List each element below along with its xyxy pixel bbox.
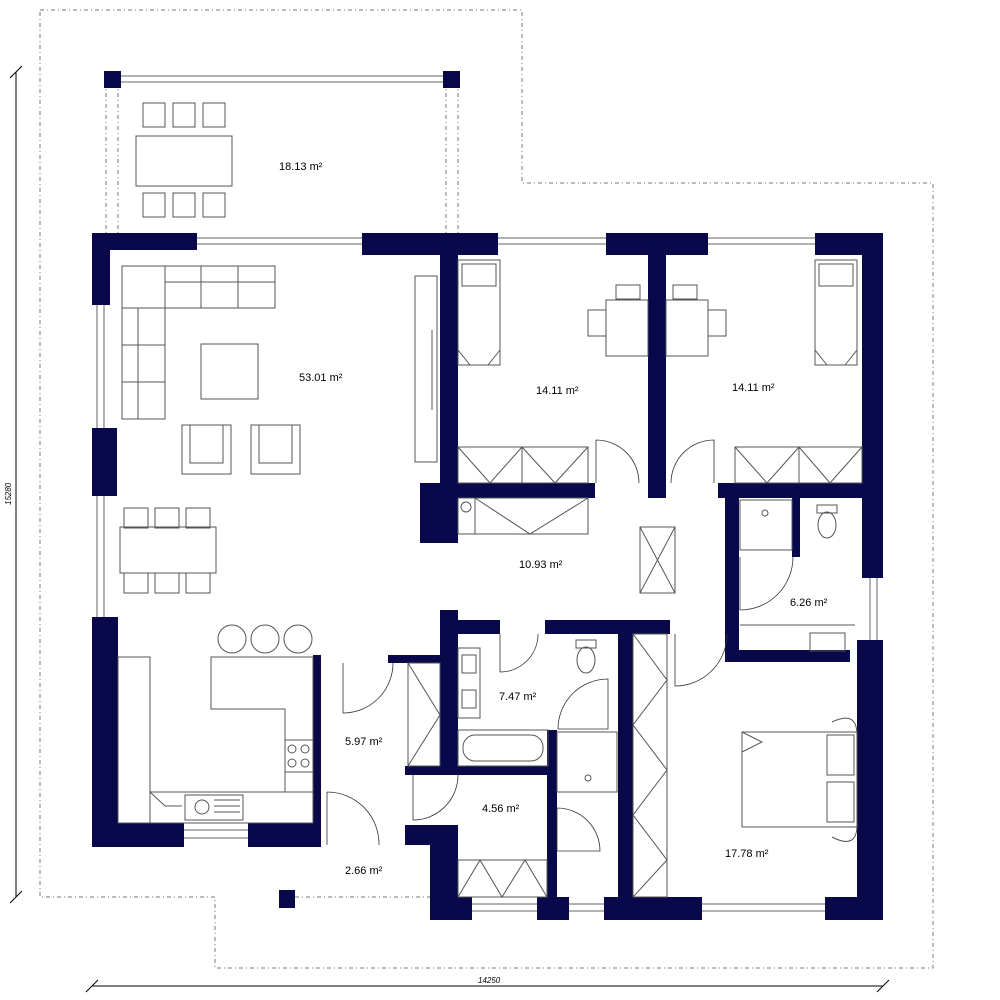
room-area-terrace: 18.13 m² xyxy=(279,161,323,173)
small-bath-fixtures xyxy=(739,499,855,652)
tv-unit xyxy=(414,275,438,463)
terrace-pergola xyxy=(104,71,460,236)
living-sofa xyxy=(121,265,276,420)
dimension-height: 15280 xyxy=(4,482,13,505)
room-area-corridor: 5.97 m² xyxy=(345,736,383,748)
bedroom-2-furniture xyxy=(665,259,863,484)
main-bath-fixtures xyxy=(457,639,618,793)
master-bed xyxy=(741,717,858,842)
dining-set xyxy=(119,507,217,594)
room-area-living: 53.01 m² xyxy=(299,372,343,384)
room-area-hall: 10.93 m² xyxy=(519,559,563,571)
wardrobe-units xyxy=(407,633,668,898)
room-area-master-bedroom: 17.78 m² xyxy=(725,848,769,860)
room-area-bedroom-2: 14.11 m² xyxy=(732,382,775,394)
armchairs xyxy=(181,424,301,475)
dimension-width: 14250 xyxy=(478,976,501,985)
kitchen xyxy=(117,624,314,824)
terrace-dining-set xyxy=(135,102,233,218)
roof-outline xyxy=(39,9,934,969)
skylight xyxy=(639,526,676,594)
room-area-entrance: 2.66 m² xyxy=(345,865,383,877)
bedroom-1-furniture xyxy=(457,259,649,484)
windows xyxy=(96,237,878,912)
room-area-bedroom-1: 14.11 m² xyxy=(536,385,579,397)
dimension-lines xyxy=(9,65,890,993)
hall-wardrobe xyxy=(457,497,589,535)
walls xyxy=(92,233,883,920)
coffee-table xyxy=(200,343,259,400)
room-area-wardrobe: 4.56 m² xyxy=(482,803,520,815)
doors xyxy=(326,439,794,852)
room-area-bath-main: 7.47 m² xyxy=(499,691,537,703)
room-area-bath-small: 6.26 m² xyxy=(790,597,828,609)
